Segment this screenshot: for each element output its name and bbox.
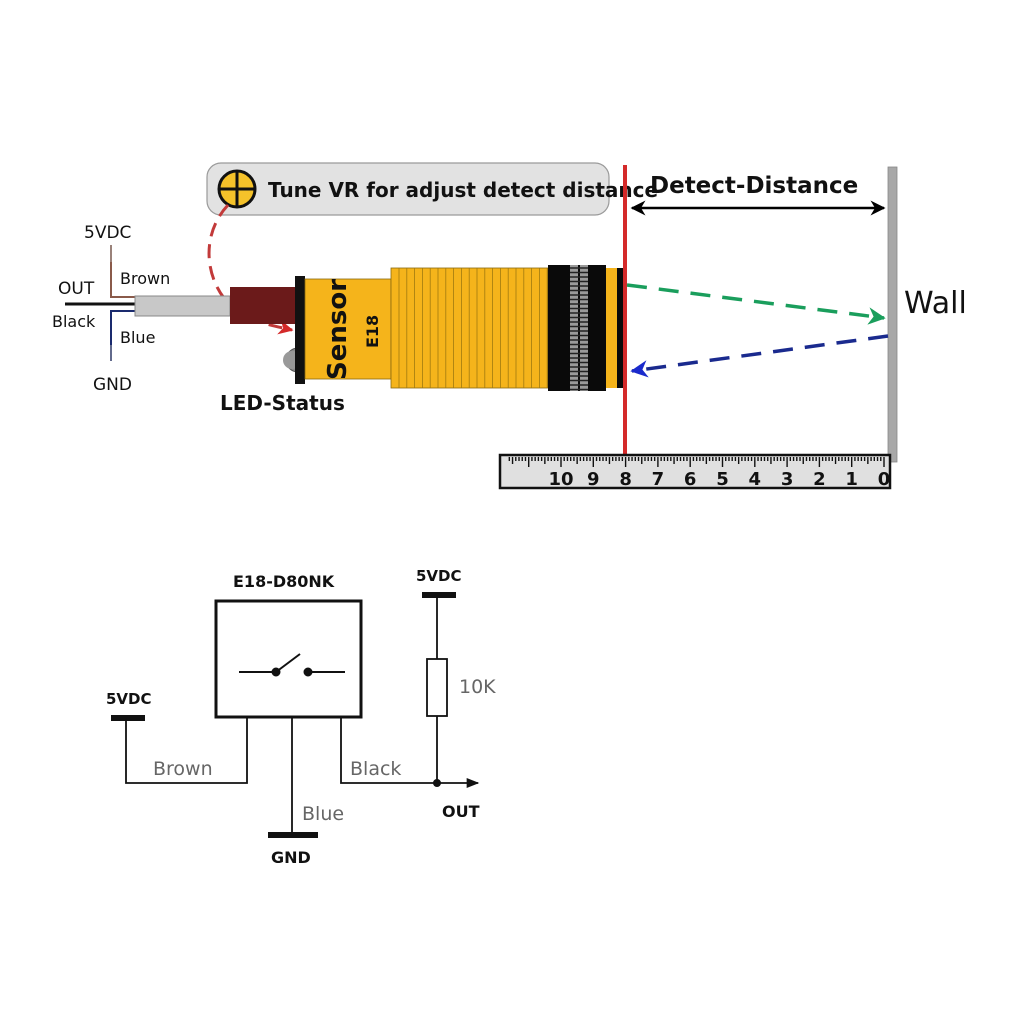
resistor-value-label: 10K bbox=[459, 676, 496, 698]
switch-symbol bbox=[239, 653, 345, 677]
sensor-lens-face bbox=[617, 268, 626, 388]
nut-knurl-left bbox=[570, 265, 578, 391]
vcc-left-label: 5VDC bbox=[106, 690, 152, 708]
wire-leads: 5VDC OUT Brown Black Blue GND bbox=[52, 223, 170, 395]
device-name-label: E18-D80NK bbox=[233, 572, 335, 591]
ruler-ticks bbox=[508, 457, 885, 467]
brown-wire bbox=[110, 245, 135, 298]
sensor-illustration: Tune VR for adjust detect distance 5VDC … bbox=[52, 162, 967, 490]
cable-sheath bbox=[134, 295, 231, 317]
wiring-schematic: E18-D80NK 5VDC Brown Blue GND Black OUT … bbox=[106, 567, 496, 867]
ruler-label: 0 bbox=[878, 469, 891, 490]
wire-gnd-label: GND bbox=[93, 375, 132, 395]
ruler: 10 9 8 7 6 5 4 3 2 1 0 bbox=[498, 453, 892, 490]
nut-knurl-right bbox=[580, 265, 588, 391]
tune-vr-callout: Tune VR for adjust detect distance bbox=[206, 162, 658, 216]
device-box bbox=[214, 599, 363, 719]
black-wire-trace bbox=[340, 717, 480, 789]
ruler-body bbox=[498, 453, 892, 490]
wire-brown-label: Brown bbox=[120, 269, 170, 288]
ruler-label: 8 bbox=[619, 469, 632, 490]
brown-wire-trace bbox=[125, 717, 248, 784]
ruler-label: 1 bbox=[845, 469, 858, 490]
vcc-right-label: 5VDC bbox=[416, 567, 462, 585]
ruler-label: 2 bbox=[813, 469, 826, 490]
emitted-ray bbox=[626, 283, 886, 325]
brown-wire-label: Brown bbox=[153, 758, 213, 780]
resistor-symbol bbox=[426, 658, 448, 717]
nut-knurl-pattern bbox=[570, 267, 588, 391]
sensor-front-thread bbox=[606, 268, 617, 388]
thread-lines bbox=[398, 268, 548, 388]
sensor-rear-flange bbox=[295, 276, 305, 384]
ruler-label: 4 bbox=[749, 469, 762, 490]
led-status-label: LED-Status bbox=[220, 391, 345, 415]
cable-cap bbox=[230, 287, 297, 324]
wire-out-label: OUT bbox=[58, 279, 95, 299]
sensor-rear-body bbox=[304, 278, 392, 380]
ruler-label: 3 bbox=[781, 469, 794, 490]
sensor-text: Sensor bbox=[323, 279, 353, 380]
ruler-label: 5 bbox=[716, 469, 729, 490]
wire-5vdc-label: 5VDC bbox=[84, 223, 131, 243]
sensor-model-text: E18 bbox=[363, 315, 382, 348]
wall bbox=[887, 166, 898, 463]
wall-label: Wall bbox=[904, 286, 967, 321]
wire-black-label: Black bbox=[52, 312, 96, 331]
tune-vr-label: Tune VR for adjust detect distance bbox=[268, 178, 658, 202]
potentiometer-icon bbox=[217, 169, 257, 209]
gnd-label: GND bbox=[271, 848, 311, 867]
ruler-label: 6 bbox=[684, 469, 697, 490]
ruler-labels: 10 9 8 7 6 5 4 3 2 1 0 bbox=[548, 469, 890, 490]
vr-pointer-arrow bbox=[207, 203, 294, 335]
ruler-label: 9 bbox=[587, 469, 600, 490]
black-wire-label: Black bbox=[350, 758, 401, 780]
reflected-ray bbox=[630, 334, 889, 378]
detect-distance-label: Detect-Distance bbox=[650, 173, 858, 199]
callout-bubble bbox=[206, 162, 610, 216]
ruler-label: 7 bbox=[652, 469, 665, 490]
ruler-label: 10 bbox=[548, 469, 573, 490]
wire-blue-label: Blue bbox=[120, 328, 155, 347]
blue-wire-label: Blue bbox=[302, 803, 344, 825]
out-label: OUT bbox=[442, 802, 480, 821]
blue-wire bbox=[110, 310, 135, 361]
